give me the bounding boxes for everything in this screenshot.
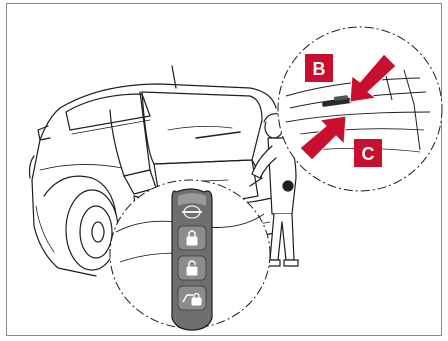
intelligent-key-fob [172,189,212,330]
callout-c-label: C [362,144,375,164]
callout-b: B [305,54,333,82]
callout-c: C [354,139,382,167]
callout-b-label: B [313,59,326,79]
key-fob-detail [110,180,270,330]
